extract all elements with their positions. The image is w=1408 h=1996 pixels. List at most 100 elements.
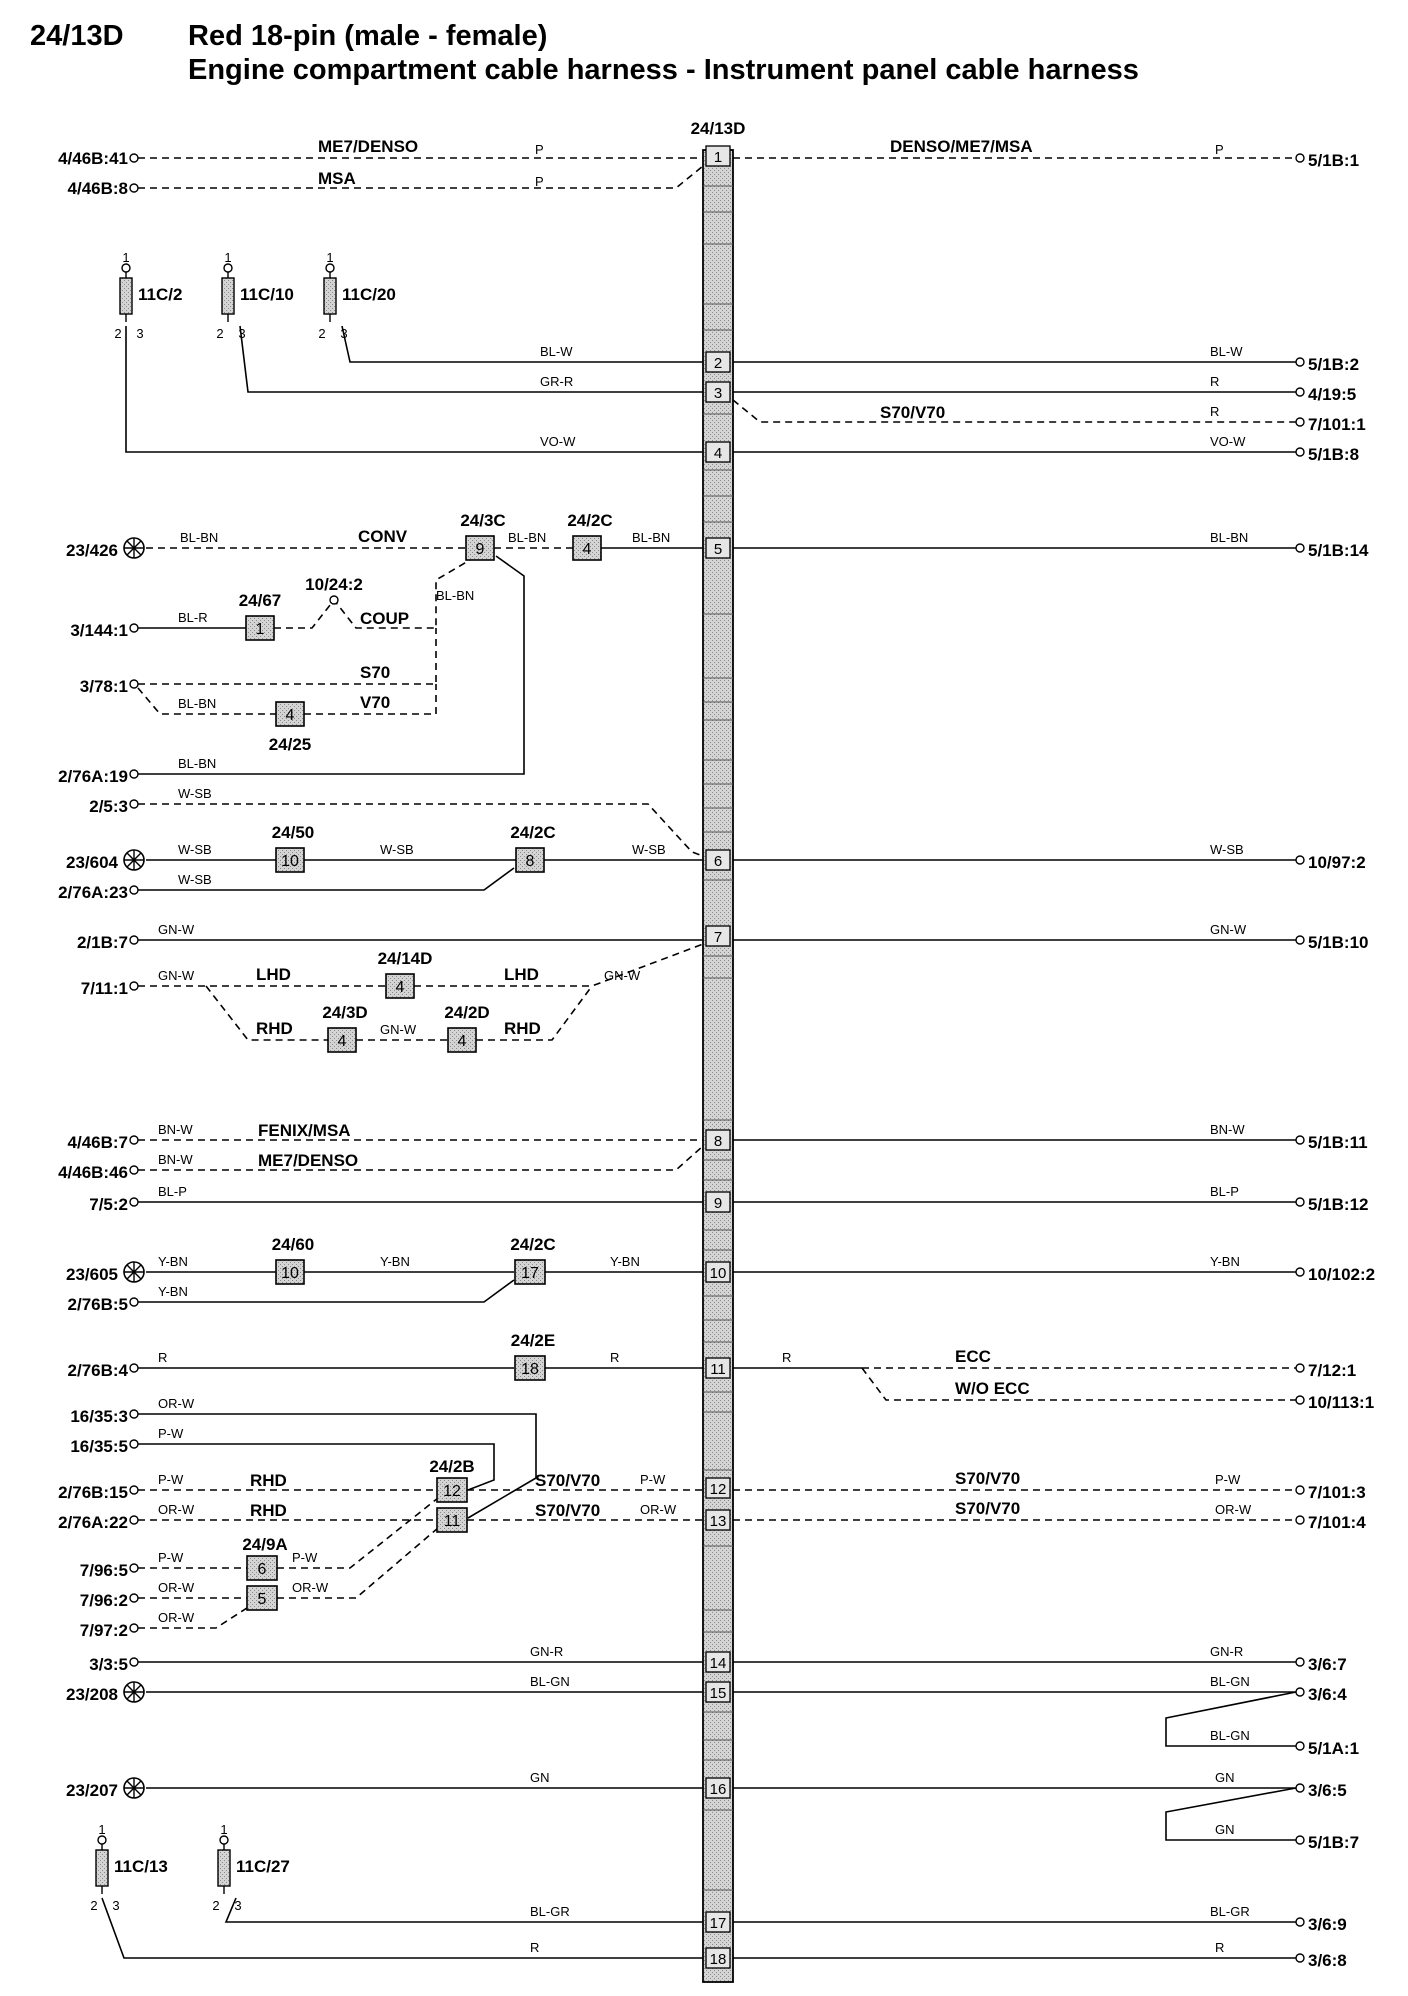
wire-color-label: BL-BN [178,696,216,711]
main-connector-pin-16 [705,1777,731,1799]
variant-label: MSA [318,169,356,188]
main-connector-pin-15 [705,1681,731,1703]
main-connector-pin-number: 12 [710,1481,727,1498]
terminal-4-46b-7 [129,1135,139,1145]
wire-color-label: BL-BN [1210,530,1248,545]
variant-label: ME7/DENSO [258,1151,358,1170]
inline-connector-label: 24/2C [510,823,555,842]
diagram-code: 24/13D [30,20,124,52]
inline-pin-number: 17 [521,1265,539,1282]
open-terminal [1295,935,1305,945]
inline-24-50 [275,847,305,873]
open-terminal [1295,447,1305,457]
wire-v70-a [137,687,276,715]
fuse-terminal-2: 2 [318,326,325,341]
inline-connector-label: 24/67 [239,591,282,610]
open-terminal [1295,1783,1305,1793]
wire-color-label: BL-BN [178,756,216,771]
main-connector-pin-number: 2 [714,355,722,372]
wire-color-label: BN-W [158,1152,193,1167]
fuse-label: 11C/13 [114,1857,168,1876]
wire-color-label: BN-W [1210,1122,1245,1137]
main-connector-pin-1 [705,145,731,167]
inline-24-2e [514,1355,546,1381]
fuse-terminal [219,1835,229,1845]
ground-23-604 [123,849,145,871]
terminal-label: 2/5:3 [89,797,128,816]
terminal-label: 7/5:2 [89,1195,128,1214]
wire-coup [274,559,471,629]
open-terminal [1295,543,1305,553]
main-connector-pin-5 [705,537,731,559]
variant-label: S70/V70 [880,403,945,422]
terminal-label: 10/113:1 [1308,1393,1374,1412]
wire-color-label: P-W [158,1426,184,1441]
terminal-label: 3/6:7 [1308,1655,1347,1674]
terminal-16-35-5 [129,1439,139,1449]
terminal-label: 10/102:2 [1308,1265,1375,1284]
main-connector-pin-number: 11 [710,1361,726,1378]
variant-label: ECC [955,1347,991,1366]
wire-color-label: GN-R [1210,1644,1243,1659]
inline-connector-label: 24/3C [460,511,505,530]
inline-connector-label: 24/60 [272,1235,315,1254]
wire-pin2 [341,325,703,363]
inline-connector-label: 24/25 [269,735,312,754]
terminal-label: 3/6:4 [1308,1685,1347,1704]
open-terminal [1295,855,1305,865]
inline-24-60 [275,1259,305,1285]
inline-pin-number: 4 [338,1033,347,1050]
main-connector-label: 24/13D [691,119,746,138]
main-connector-pin-10 [705,1261,731,1283]
wire-color-label: R [1210,374,1219,389]
inline-pin-number: 4 [583,541,592,558]
inline-connector-label: 24/2B [429,1457,474,1476]
wire-s70 [138,628,437,685]
wire-color-label: P-W [640,1472,666,1487]
wire-color-label: BL-W [540,344,573,359]
wire-color-label: BL-GN [530,1674,570,1689]
variant-label: RHD [250,1471,287,1490]
fuse-terminal-1: 1 [98,1822,105,1837]
open-terminal [1295,1395,1305,1405]
inline-24-2d [447,1027,477,1053]
wire-color-label: BL-P [1210,1184,1239,1199]
wire-color-label: GN-W [380,1022,417,1037]
main-connector-pin-number: 13 [710,1513,727,1530]
ground-23-208 [123,1681,145,1703]
main-connector-pin-number: 7 [714,929,722,946]
wire-color-label: R [1210,404,1219,419]
terminal-2-76b-5 [129,1297,139,1307]
wire-color-label: GN-W [158,922,195,937]
fuse-terminal-3: 3 [234,1898,241,1913]
main-connector-pin-number: 3 [714,385,722,402]
wire-color-label: BL-BN [632,530,670,545]
fuse-body [119,277,133,315]
main-connector-pin-number: 9 [714,1195,722,1212]
splice-10-24-2 [329,595,339,605]
wire-color-label: W-SB [178,786,212,801]
fuse-terminal [325,263,335,273]
main-connector-pin-number: 6 [714,853,722,870]
main-connector-pin-7 [705,925,731,947]
terminal-7-97-2 [129,1623,139,1633]
terminal-label: 7/101:4 [1308,1513,1366,1532]
wire-color-label: OR-W [158,1580,195,1595]
terminal-label: 5/1B:8 [1308,445,1359,464]
terminal-label: 4/46B:46 [58,1163,128,1182]
wire-pin8-b [138,1145,704,1171]
main-connector-pin-2 [705,351,731,373]
main-connector-pin-13 [705,1509,731,1531]
inline-pin-number: 10 [281,853,299,870]
main-connector-body [702,149,734,1983]
fuse-terminal-2: 2 [216,326,223,341]
terminal-label: 23/605 [66,1265,118,1284]
inline-24-2b-12 [436,1477,468,1503]
wire-color-label: BL-GN [1210,1728,1250,1743]
wire-color-label: BL-GR [1210,1904,1250,1919]
terminal-label: 7/101:1 [1308,415,1366,434]
inline-connector-label: 24/50 [272,823,315,842]
terminal-label: 7/12:1 [1308,1361,1356,1380]
variant-label: RHD [250,1501,287,1520]
wire-lhd-b [414,943,704,987]
